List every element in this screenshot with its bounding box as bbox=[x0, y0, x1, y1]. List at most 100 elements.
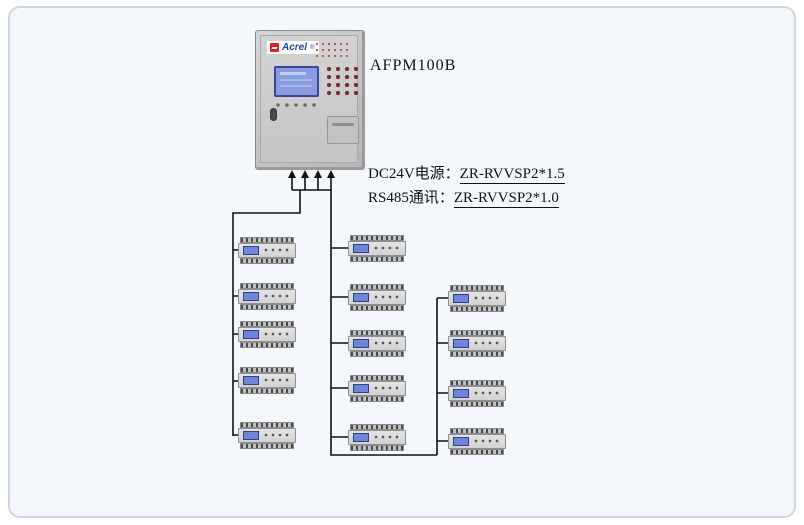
terminal-strip-top bbox=[450, 428, 504, 434]
comm-cable-spec: ZR-RVVSP2*1.0 bbox=[453, 190, 559, 208]
panel-model-label: AFPM100B bbox=[370, 57, 457, 74]
printer-door bbox=[327, 116, 359, 144]
device-body bbox=[448, 291, 506, 306]
terminal-strip-top bbox=[240, 283, 294, 289]
device-lcd bbox=[353, 339, 369, 348]
terminal-strip-bottom bbox=[350, 445, 404, 451]
device-lcd bbox=[243, 330, 259, 339]
terminal-strip-top bbox=[240, 321, 294, 327]
monitor-device bbox=[448, 330, 506, 357]
device-buttons bbox=[264, 248, 290, 254]
terminal-strip-top bbox=[450, 330, 504, 336]
device-buttons bbox=[474, 341, 500, 347]
terminal-strip-top bbox=[350, 235, 404, 241]
brand-name: Acrel bbox=[282, 41, 308, 53]
device-lcd bbox=[453, 294, 469, 303]
monitor-device bbox=[348, 284, 406, 311]
monitor-device bbox=[238, 422, 296, 449]
comm-cable-label: RS485通讯：ZR-RVVSP2*1.0 bbox=[368, 186, 559, 208]
device-body bbox=[238, 289, 296, 304]
device-buttons bbox=[264, 433, 290, 439]
device-buttons bbox=[374, 341, 400, 347]
device-buttons bbox=[374, 435, 400, 441]
monitor-device bbox=[238, 367, 296, 394]
device-buttons bbox=[474, 391, 500, 397]
terminal-strip-bottom bbox=[240, 342, 294, 348]
comm-cable-prefix: RS485通讯： bbox=[368, 190, 454, 206]
monitor-device bbox=[448, 380, 506, 407]
device-lcd bbox=[353, 293, 369, 302]
device-body bbox=[238, 243, 296, 258]
terminal-strip-top bbox=[350, 424, 404, 430]
panel-face: Acrel ® bbox=[260, 35, 362, 163]
terminal-strip-bottom bbox=[240, 258, 294, 264]
brand-logo-icon bbox=[270, 43, 279, 52]
terminal-strip-bottom bbox=[350, 256, 404, 262]
monitor-device bbox=[348, 375, 406, 402]
panel-buttons[interactable] bbox=[275, 102, 319, 108]
keyhole-icon bbox=[270, 108, 277, 121]
registered-mark: ® bbox=[310, 44, 315, 51]
power-cable-label: DC24V电源：ZR-RVVSP2*1.5 bbox=[368, 162, 565, 184]
device-lcd bbox=[243, 431, 259, 440]
monitor-device bbox=[238, 283, 296, 310]
terminal-strip-bottom bbox=[240, 304, 294, 310]
terminal-strip-bottom bbox=[240, 388, 294, 394]
terminal-strip-bottom bbox=[450, 449, 504, 455]
device-buttons bbox=[374, 386, 400, 392]
device-body bbox=[348, 381, 406, 396]
monitor-device bbox=[348, 424, 406, 451]
terminal-strip-top bbox=[450, 285, 504, 291]
brand-logo: Acrel ® bbox=[266, 40, 320, 55]
device-body bbox=[238, 428, 296, 443]
device-body bbox=[448, 336, 506, 351]
monitor-device bbox=[348, 330, 406, 357]
device-buttons bbox=[474, 296, 500, 302]
terminal-strip-bottom bbox=[350, 305, 404, 311]
device-lcd bbox=[243, 292, 259, 301]
device-body bbox=[448, 386, 506, 401]
terminal-strip-top bbox=[240, 237, 294, 243]
device-lcd bbox=[453, 339, 469, 348]
monitor-device bbox=[238, 237, 296, 264]
terminal-strip-top bbox=[350, 284, 404, 290]
device-buttons bbox=[264, 332, 290, 338]
terminal-strip-top bbox=[350, 375, 404, 381]
device-lcd bbox=[353, 433, 369, 442]
terminal-strip-bottom bbox=[450, 306, 504, 312]
terminal-strip-bottom bbox=[450, 351, 504, 357]
device-buttons bbox=[474, 439, 500, 445]
panel-lcd-screen bbox=[274, 66, 319, 97]
terminal-strip-bottom bbox=[350, 351, 404, 357]
device-buttons bbox=[264, 294, 290, 300]
device-buttons bbox=[264, 378, 290, 384]
terminal-strip-bottom bbox=[350, 396, 404, 402]
device-buttons bbox=[374, 295, 400, 301]
monitor-device bbox=[238, 321, 296, 348]
device-lcd bbox=[353, 244, 369, 253]
panel-keypad[interactable] bbox=[325, 65, 362, 98]
terminal-strip-top bbox=[240, 367, 294, 373]
device-lcd bbox=[243, 376, 259, 385]
monitor-device bbox=[348, 235, 406, 262]
terminal-strip-top bbox=[450, 380, 504, 386]
terminal-strip-top bbox=[350, 330, 404, 336]
monitor-device bbox=[448, 285, 506, 312]
device-lcd bbox=[243, 246, 259, 255]
device-body bbox=[238, 373, 296, 388]
power-cable-prefix: DC24V电源： bbox=[368, 166, 460, 182]
monitor-device bbox=[448, 428, 506, 455]
device-buttons bbox=[374, 246, 400, 252]
power-cable-spec: ZR-RVVSP2*1.5 bbox=[459, 166, 565, 184]
device-body bbox=[348, 241, 406, 256]
terminal-strip-top bbox=[240, 422, 294, 428]
device-body bbox=[238, 327, 296, 342]
device-body bbox=[348, 290, 406, 305]
terminal-strip-bottom bbox=[450, 401, 504, 407]
device-body bbox=[348, 430, 406, 445]
device-body bbox=[448, 434, 506, 449]
device-lcd bbox=[453, 389, 469, 398]
device-lcd bbox=[453, 437, 469, 446]
terminal-strip-bottom bbox=[240, 443, 294, 449]
